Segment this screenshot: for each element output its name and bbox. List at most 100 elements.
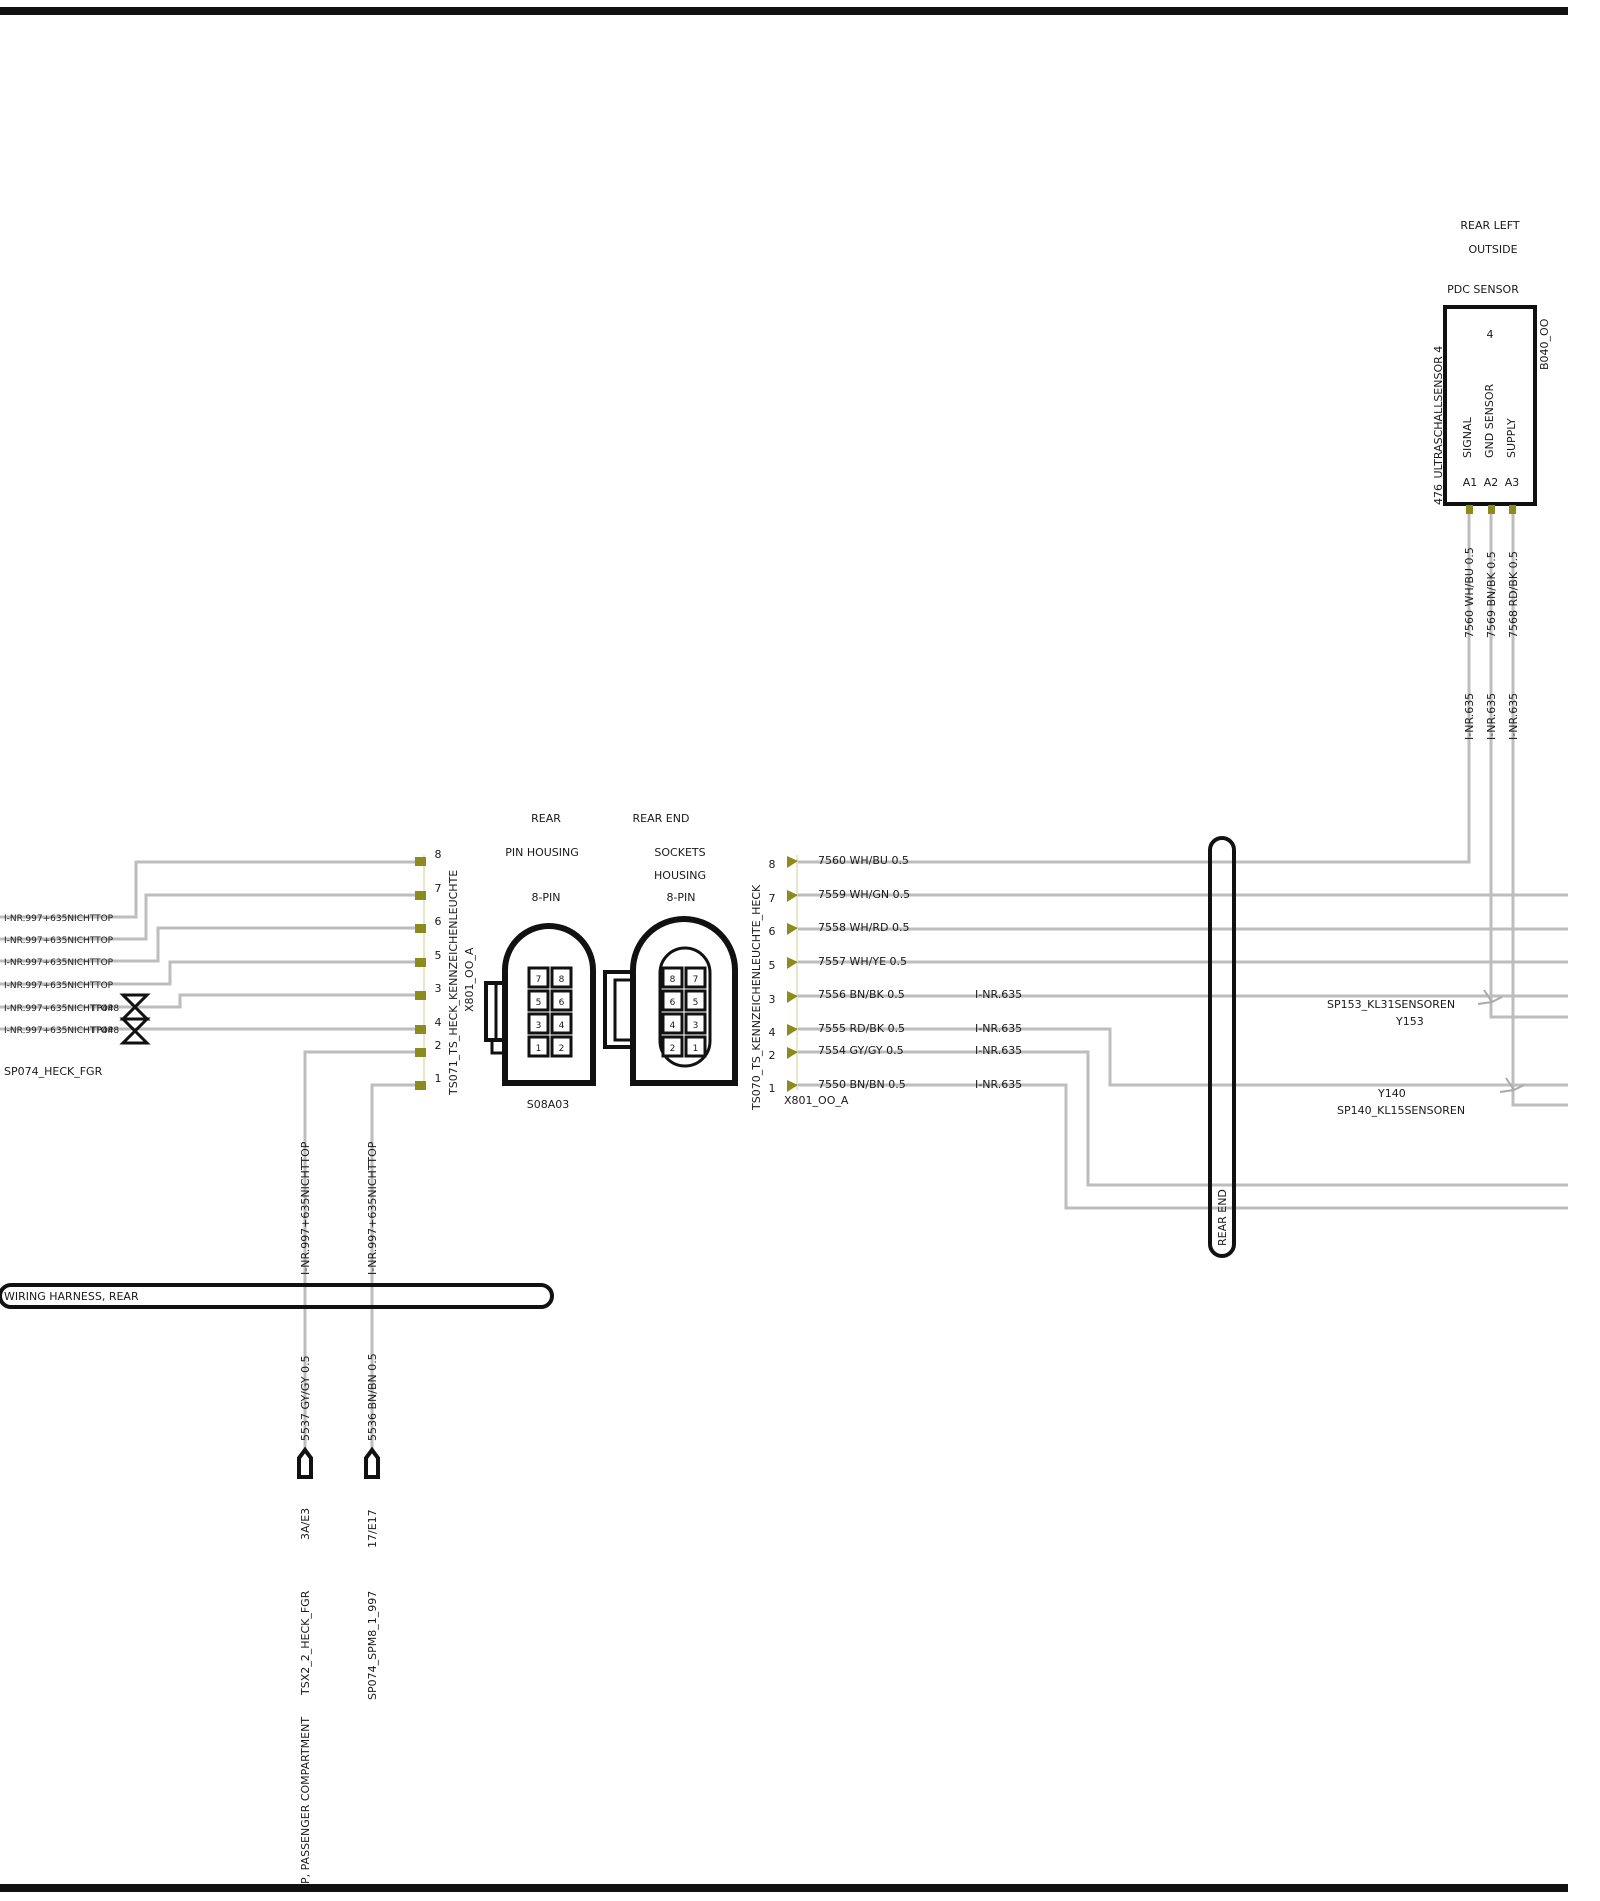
right-wire-label-7: 7559 WH/GN 0.5 (818, 888, 910, 901)
wire-l6 (0, 926, 415, 963)
pin-housing-cell (527, 966, 550, 989)
wire-l5 (0, 960, 415, 986)
harness-label: WIRING HARNESS, REAR (4, 1290, 139, 1303)
splice-140-label: SP140_KL15SENSOREN (1337, 1104, 1465, 1117)
right-wire-label-8: 7560 WH/BU 0.5 (818, 854, 909, 867)
left-pin-num-7: 7 (435, 882, 442, 895)
left-connector (415, 855, 426, 1090)
housing-a-title-2: PIN HOUSING (505, 846, 579, 859)
v2-location: 17/E17 (366, 1509, 379, 1548)
sensor-wire-label-3: 7568 RD/BK 0.5 (1507, 551, 1520, 638)
right-connector-ref: X801_OO_A (784, 1094, 849, 1107)
bottom-border (0, 1884, 1568, 1892)
right-pin-6 (787, 923, 798, 935)
tp448-label-2: TP448 (90, 1026, 119, 1036)
sensor-pin-id-2: A2 (1484, 476, 1499, 489)
left-pin-3 (415, 991, 426, 1000)
wire-7560-sensor (1240, 514, 1471, 864)
left-wire-label-6: I-NR.997+635NICHTTOP (4, 1026, 114, 1036)
pin-housing-cell (550, 1035, 573, 1058)
wire-l3 (0, 993, 415, 1009)
left-pin-num-4: 4 (435, 1016, 442, 1029)
sockets-housing-cell-label: 7 (693, 975, 699, 985)
sensor-wire-label-2: 7569 BN/BK 0.5 (1485, 551, 1498, 638)
housing-b-title-2: SOCKETS (654, 846, 705, 859)
v2-reference: SP074_SPM8_1_997 (366, 1591, 379, 1700)
left-pin-num-5: 5 (435, 949, 442, 962)
left-wire-label-4: I-NR.997+635NICHTTOP (4, 981, 114, 991)
right-pin-8 (787, 856, 798, 868)
wire-splice-153 (1489, 1007, 1568, 1019)
right-pin-1 (787, 1080, 798, 1092)
pin-housing-cell-label: 1 (536, 1044, 542, 1054)
right-pin-4 (787, 1024, 798, 1036)
wire-7569-sensor (1489, 514, 1568, 1019)
right-inr-3: I-NR.635 (975, 988, 1022, 1001)
right-pin-5 (787, 957, 798, 969)
housing-b-title-4: 8-PIN (666, 891, 695, 904)
wire-l8 (0, 860, 415, 919)
sockets-housing-cell (661, 1035, 684, 1058)
right-pin-num-7: 7 (769, 892, 776, 905)
sockets-housing-cell-label: 3 (693, 1021, 699, 1031)
left-pin-4 (415, 1025, 426, 1034)
sensor-inr-3: I-NR.635 (1507, 693, 1520, 740)
v2-terminal-icon (364, 1446, 380, 1479)
right-wire-label-4: 7555 RD/BK 0.5 (818, 1022, 905, 1035)
wire-r2 (798, 1050, 1568, 1187)
splice-140-id: Y140 (1377, 1087, 1406, 1100)
right-inr-4: I-NR.635 (975, 1022, 1022, 1035)
left-bottom-label: SP074_HECK_FGR (4, 1065, 103, 1078)
housing-b-title-3: HOUSING (654, 869, 706, 882)
left-wire-label-5: I-NR.997+635NICHTTOP (4, 1004, 114, 1014)
sockets-housing-cell (661, 1012, 684, 1035)
right-wire-label-6: 7558 WH/RD 0.5 (818, 921, 909, 934)
wire-l1 (370, 1083, 415, 1455)
sockets-housing-cell-label: 4 (670, 1021, 676, 1031)
left-pin-num-2: 2 (435, 1039, 442, 1052)
left-pin-num-1: 1 (435, 1072, 442, 1085)
pin-housing-cell (527, 1012, 550, 1035)
v2-wire-label: 5536 BN/BN 0.5 (366, 1353, 379, 1441)
housing-ref: S08A03 (527, 1098, 570, 1111)
sensor-wire-label-1: 7560 WH/BU 0.5 (1463, 547, 1476, 638)
right-wire-label-3: 7556 BN/BK 0.5 (818, 988, 905, 1001)
right-inr-1: I-NR.635 (975, 1078, 1022, 1091)
right-pin-num-2: 2 (769, 1049, 776, 1062)
sensor-pin-id-1: A1 (1463, 476, 1478, 489)
v1-location: 3A/E3 (299, 1508, 312, 1540)
sockets-housing-icon (603, 916, 738, 1086)
v2-top-label: I-NR.997+635NICHTTOP (366, 1141, 379, 1275)
left-wire-labels: I-NR.997+635NICHTTOP I-NR.997+635NICHTTO… (4, 914, 114, 1036)
sockets-housing-cell (661, 966, 684, 989)
pin-housing-cell-label: 8 (559, 975, 565, 985)
pin-housing-cell-label: 4 (559, 1021, 565, 1031)
sensor-pin-a1 (1466, 505, 1473, 514)
sensor-pin-name-3: SUPPLY (1505, 418, 1518, 458)
sensor-side-label: 476_ULTRASCHALLSENSOR 4 (1432, 346, 1445, 505)
rear-end-label: REAR END (1216, 1189, 1229, 1246)
tp448-label-1: TP448 (90, 1004, 119, 1014)
sensor-pin-id-3: A3 (1505, 476, 1520, 489)
housing-b-title-1: REAR END (633, 812, 690, 825)
right-wire-label-5: 7557 WH/YE 0.5 (818, 955, 907, 968)
wiring-harness-rear (0, 1283, 554, 1309)
tp448-test-point-icon (119, 993, 151, 1045)
wire-r4 (798, 1027, 1568, 1087)
right-pin-3 (787, 991, 798, 1003)
right-pin-num-1: 1 (769, 1082, 776, 1095)
pin-housing-cell-label: 6 (559, 998, 565, 1008)
right-pin-2 (787, 1047, 798, 1059)
sockets-housing-cell-label: 6 (670, 998, 676, 1008)
right-connector-name: TS070_TS_KENNZEICHENLEUCHTE_HECK (750, 884, 763, 1111)
sockets-housing-cell (684, 989, 707, 1012)
pin-housing-cell (550, 966, 573, 989)
left-pin-num-6: 6 (435, 915, 442, 928)
splice-153-label: SP153_KL31SENSOREN (1327, 998, 1455, 1011)
right-connector (787, 855, 798, 1092)
sockets-housing-cell-label: 5 (693, 998, 699, 1008)
right-pin-num-3: 3 (769, 993, 776, 1006)
v1-top-label: I-NR.997+635NICHTTOP (299, 1141, 312, 1275)
sensor-pin-name-2: GND SENSOR (1483, 383, 1496, 458)
rear-end-bracket (1208, 836, 1236, 1258)
